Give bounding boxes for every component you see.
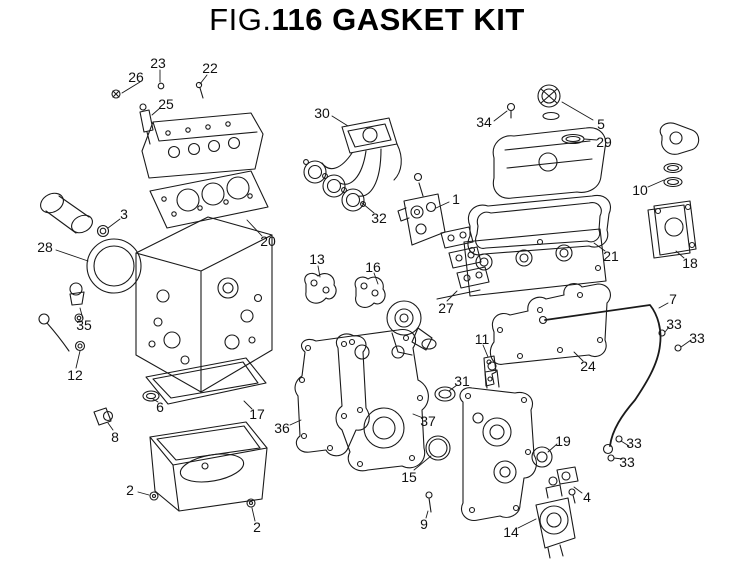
callout-17: 17 bbox=[249, 406, 265, 422]
callout-27: 27 bbox=[438, 300, 454, 316]
callout-2-b: 2 bbox=[253, 519, 261, 535]
callout-37: 37 bbox=[420, 413, 436, 429]
valve-cover-art bbox=[492, 84, 607, 199]
thermostat-housing-art bbox=[647, 122, 700, 259]
callout-23: 23 bbox=[150, 55, 166, 71]
small-seals-art bbox=[93, 390, 160, 426]
callout-4: 4 bbox=[583, 489, 591, 505]
cylinder-head-art bbox=[141, 112, 264, 179]
callout-24: 24 bbox=[580, 358, 596, 374]
callout-16: 16 bbox=[365, 259, 381, 275]
figure-title-prefix: FIG. bbox=[209, 2, 272, 37]
callout-28: 28 bbox=[37, 239, 53, 255]
callout-33-b: 33 bbox=[689, 330, 705, 346]
oil-pan-art bbox=[149, 421, 268, 512]
callout-6: 6 bbox=[156, 399, 164, 415]
callout-21: 21 bbox=[603, 248, 619, 264]
gear-case-art bbox=[425, 361, 553, 522]
callout-9: 9 bbox=[420, 516, 428, 532]
leader-lines bbox=[55, 69, 692, 529]
oil-pump-art bbox=[535, 476, 576, 559]
callout-8: 8 bbox=[111, 429, 119, 445]
front-seal-art bbox=[86, 238, 142, 294]
engine-block-art bbox=[135, 216, 273, 393]
right-head-art bbox=[463, 228, 611, 365]
front-plate-gasket-art bbox=[294, 335, 370, 457]
callout-5: 5 bbox=[597, 116, 605, 132]
callout-29: 29 bbox=[596, 134, 612, 150]
callout-36: 36 bbox=[274, 420, 290, 436]
top-fasteners-art bbox=[111, 81, 204, 145]
callout-2-a: 2 bbox=[126, 482, 134, 498]
gasket-13-art bbox=[304, 272, 337, 304]
callout-35: 35 bbox=[76, 317, 92, 333]
callout-22: 22 bbox=[202, 60, 218, 76]
pump-gaskets-art bbox=[436, 226, 490, 300]
callout-33-c: 33 bbox=[626, 435, 642, 451]
water-pump-art bbox=[354, 276, 437, 356]
callout-18: 18 bbox=[682, 255, 698, 271]
figure-title: FIG.116 GASKET KIT bbox=[0, 0, 734, 40]
callout-31: 31 bbox=[454, 373, 470, 389]
callout-34: 34 bbox=[476, 114, 492, 130]
callout-33-d: 33 bbox=[619, 454, 635, 470]
callout-25: 25 bbox=[158, 96, 174, 112]
figure-title-main: 116 GASKET KIT bbox=[271, 2, 525, 37]
callout-33-a: 33 bbox=[666, 316, 682, 332]
callout-26: 26 bbox=[128, 69, 144, 85]
callout-19: 19 bbox=[555, 433, 571, 449]
callout-20: 20 bbox=[260, 233, 276, 249]
starter-motor-art bbox=[40, 192, 110, 238]
callout-10: 10 bbox=[632, 182, 648, 198]
callout-3: 3 bbox=[120, 206, 128, 222]
oil-pipe-art bbox=[538, 304, 682, 462]
timing-cover-gasket-art bbox=[335, 328, 429, 472]
callout-32: 32 bbox=[371, 210, 387, 226]
callout-12: 12 bbox=[67, 367, 83, 383]
exhaust-manifold-art bbox=[303, 117, 402, 212]
head-gasket-art bbox=[149, 170, 269, 229]
injection-pump-art bbox=[397, 172, 446, 246]
callout-30: 30 bbox=[314, 105, 330, 121]
fitting-art bbox=[556, 466, 579, 504]
oil-pan-gasket-art bbox=[145, 357, 267, 405]
callout-7: 7 bbox=[669, 291, 677, 307]
callout-15: 15 bbox=[401, 469, 417, 485]
small-parts-center-art bbox=[425, 355, 497, 461]
callout-13: 13 bbox=[309, 251, 325, 267]
valve-cover-gasket-art bbox=[467, 194, 611, 256]
callout-1: 1 bbox=[452, 191, 460, 207]
callout-11: 11 bbox=[474, 331, 490, 347]
dipstick-art bbox=[38, 313, 86, 352]
callout-14: 14 bbox=[503, 524, 519, 540]
